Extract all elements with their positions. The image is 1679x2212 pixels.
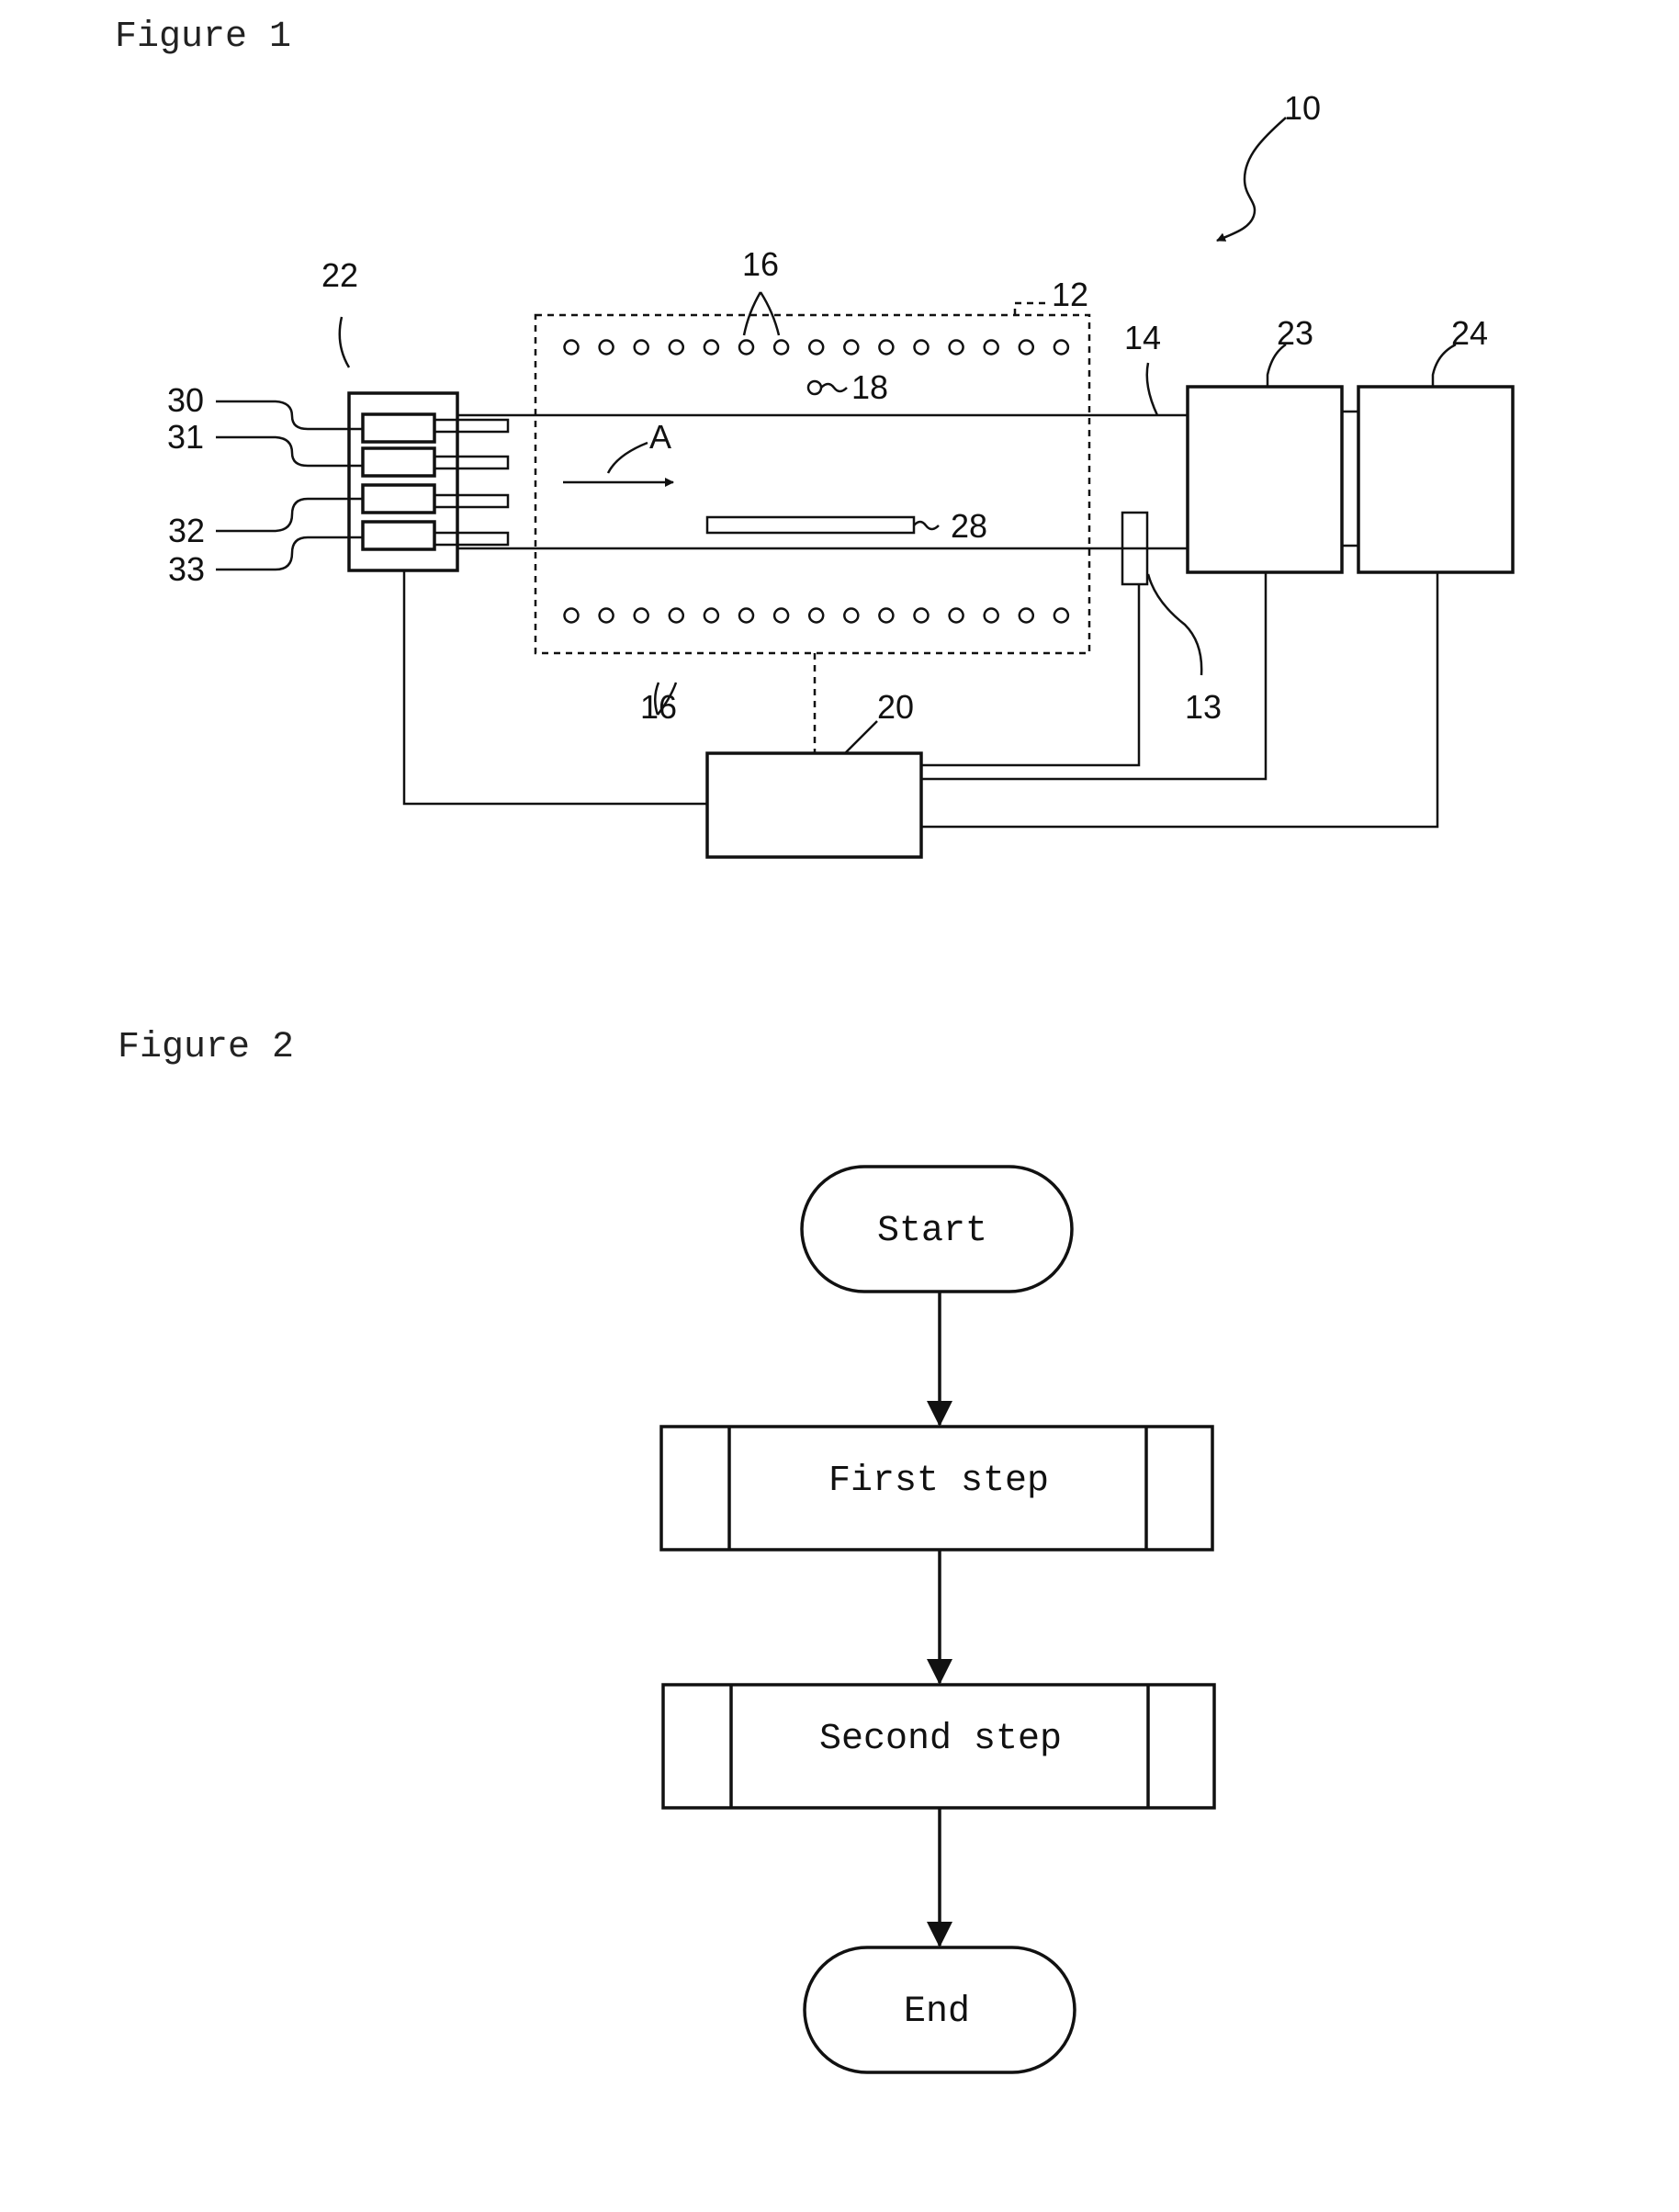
ref-20-label: 20 [877,688,914,726]
flow-arrow-label: A [649,418,671,456]
ref-16-bottom-label: 16 [640,688,677,726]
flow-start: Start [802,1167,1072,1292]
sensor-13: 13 [1122,513,1222,726]
nozzle-hole [704,609,718,623]
nozzle-hole [600,341,614,355]
nozzle-hole [809,609,823,623]
nozzle-hole [879,341,893,355]
nozzle-hole [635,341,648,355]
nozzle-hole [565,341,579,355]
chamber-12: 12 [535,276,1089,653]
flow-arrow-a: A [563,418,673,482]
nozzle-hole [985,609,998,623]
nozzle-hole [844,609,858,623]
ref-31-label: 31 [167,418,204,456]
ref-22-label: 22 [321,256,358,294]
nozzle-hole [1020,609,1033,623]
flow-step-2-label: Second step [819,1719,1062,1760]
ref-23-label: 23 [1277,314,1313,352]
nozzle-hole [844,341,858,355]
flow-start-label: Start [877,1211,987,1252]
ref-10: 10 [1217,89,1321,241]
ref-33-label: 33 [168,550,205,588]
ref-28-label: 28 [951,507,987,545]
sensor-18: 18 [808,368,888,406]
nozzle-hole [635,609,648,623]
element-28: 28 [707,507,987,545]
nozzle-hole [670,341,683,355]
figure-2-title: Figure 2 [118,1027,294,1068]
nozzle-hole [704,341,718,355]
ref-30-label: 30 [167,381,204,419]
nozzle-hole [950,609,963,623]
unit-23: 23 [1188,314,1342,572]
nozzle-hole [739,341,753,355]
connector-23-24 [1342,412,1358,546]
flow-step-1: First step [661,1427,1212,1550]
nozzle-hole [1054,609,1068,623]
nozzle-hole [1054,341,1068,355]
ref-32-label: 32 [168,512,205,549]
ref-12-label: 12 [1052,276,1088,313]
ref-10-label: 10 [1284,89,1321,127]
flow-step-1-label: First step [828,1461,1049,1502]
nozzle-hole [879,609,893,623]
nozzle-hole [600,609,614,623]
ref-24-label: 24 [1451,314,1488,352]
nozzle-hole [739,609,753,623]
nozzle-hole [670,609,683,623]
nozzle-hole [1020,341,1033,355]
nozzle-holes-top-row [565,341,1068,355]
flow-end: End [805,1947,1075,2072]
figure-2: Figure 2 Start First step Second step En… [118,1027,1214,2072]
nozzle-hole [565,609,579,623]
chamber-outline [535,315,1089,653]
ref-13-label: 13 [1185,688,1222,726]
nozzle-hole [915,609,929,623]
flow-end-label: End [904,1992,970,2033]
nozzle-hole [950,341,963,355]
nozzle-hole [985,341,998,355]
ref-18-label: 18 [851,368,888,406]
nozzle-hole [809,341,823,355]
nozzle-hole [915,341,929,355]
nozzle-holes-bottom-row [565,609,1068,623]
unit-24: 24 [1358,314,1513,572]
figure-1-title: Figure 1 [115,17,291,58]
nozzle-hole [774,341,788,355]
flow-step-2: Second step [663,1685,1214,1808]
ref-16-top: 16 [742,245,779,335]
ref-16-bottom: 16 [640,683,677,726]
ref-14-label: 14 [1124,319,1161,356]
figure-1: Figure 1 10 12 16 16 [115,17,1513,857]
ref-16-top-label: 16 [742,245,779,283]
nozzle-hole [774,609,788,623]
